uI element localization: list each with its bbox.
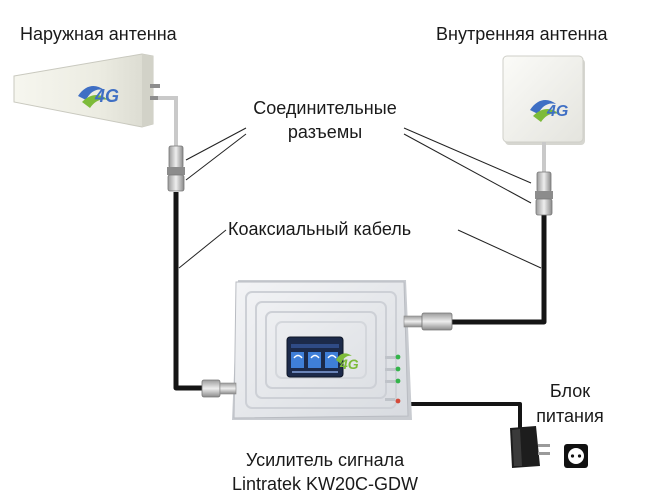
- indoor-antenna: 4G: [502, 55, 585, 172]
- coax-cable-indoor: [452, 214, 547, 325]
- label-coax-cable: Коаксиальный кабель: [228, 219, 412, 239]
- outdoor-connector: [167, 145, 185, 192]
- label-amplifier-line2: Lintratek KW20C-GDW: [231, 474, 419, 494]
- signal-amplifier: 4G: [201, 280, 453, 420]
- amplifier-logo-text: 4G: [339, 356, 359, 372]
- indoor-logo-text: 4G: [546, 103, 568, 120]
- leader-lines-connectors: [185, 127, 532, 204]
- label-power-supply-line2: питания: [536, 406, 604, 426]
- label-outdoor-antenna: Наружная антенна: [20, 24, 177, 44]
- amplifier-port-indoor: [403, 312, 453, 331]
- label-power-supply-line1: Блок: [549, 381, 591, 401]
- power-socket-icon: [564, 444, 588, 468]
- antenna-logo: 4G: [78, 86, 119, 108]
- indoor-antenna-logo: 4G: [530, 100, 568, 122]
- amplifier-display: [286, 336, 344, 378]
- power-cable: [408, 402, 522, 430]
- leader-lines-cable: [178, 229, 542, 269]
- amplifier-logo: 4G: [336, 353, 359, 372]
- amplifier-leds: [385, 354, 401, 404]
- label-indoor-antenna: Внутренняя антенна: [436, 24, 608, 44]
- coax-cable-outdoor: [173, 192, 202, 391]
- indoor-connector: [535, 171, 553, 216]
- label-connectors-line1: Соединительные: [253, 98, 397, 118]
- outdoor-antenna: 4G: [13, 53, 178, 148]
- label-connectors-line2: разъемы: [287, 122, 363, 142]
- logo-text: 4G: [94, 86, 119, 106]
- amplifier-port-outdoor: [201, 379, 237, 398]
- label-amplifier-line1: Усилитель сигнала: [245, 450, 405, 470]
- power-adapter: [510, 426, 550, 468]
